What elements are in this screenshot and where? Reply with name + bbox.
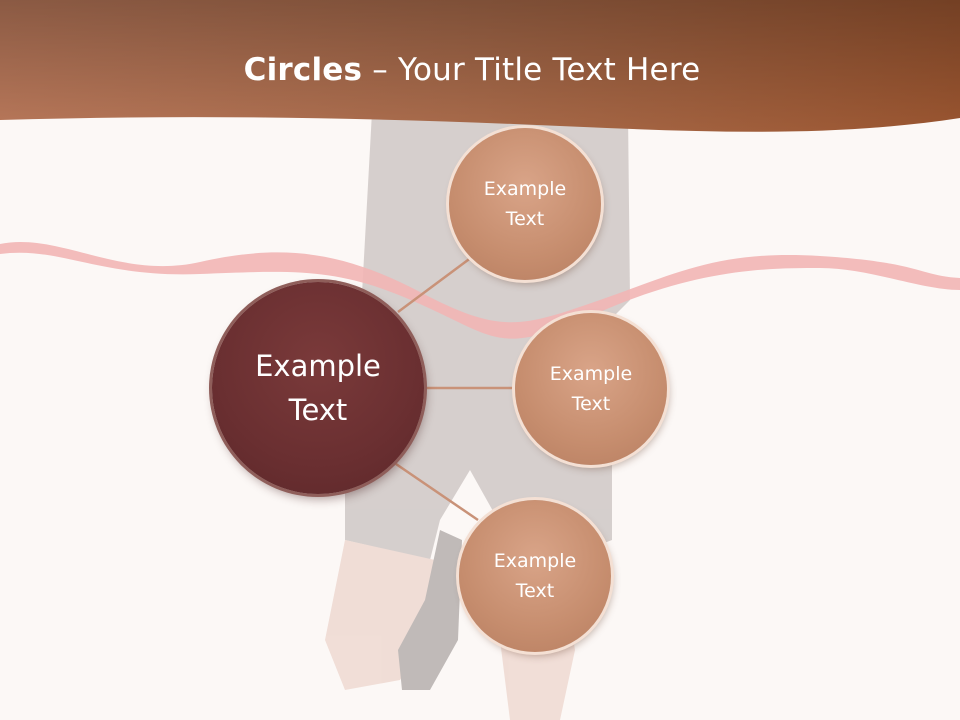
center-circle: Example Text	[212, 282, 424, 494]
connector-bottom	[395, 462, 479, 522]
connector-top	[397, 252, 477, 314]
connector-lines	[395, 252, 516, 522]
satellite-label-bottom: Example Text	[493, 550, 577, 602]
center-circle-label: Example Text	[255, 349, 381, 427]
title-rest: – Your Title Text Here	[362, 52, 701, 88]
title-bold: Circles	[243, 52, 363, 88]
satellite-label-top: Example Text	[483, 178, 567, 230]
satellite-label-middle: Example Text	[549, 363, 633, 415]
satellite-circle-bottom: Example Text	[459, 500, 611, 652]
satellite-circle-top: Example Text	[449, 128, 601, 280]
finish-ribbon	[0, 242, 960, 339]
slide-title: Circles – Your Title Text Here	[0, 52, 944, 88]
satellite-circle-middle: Example Text	[515, 313, 667, 465]
